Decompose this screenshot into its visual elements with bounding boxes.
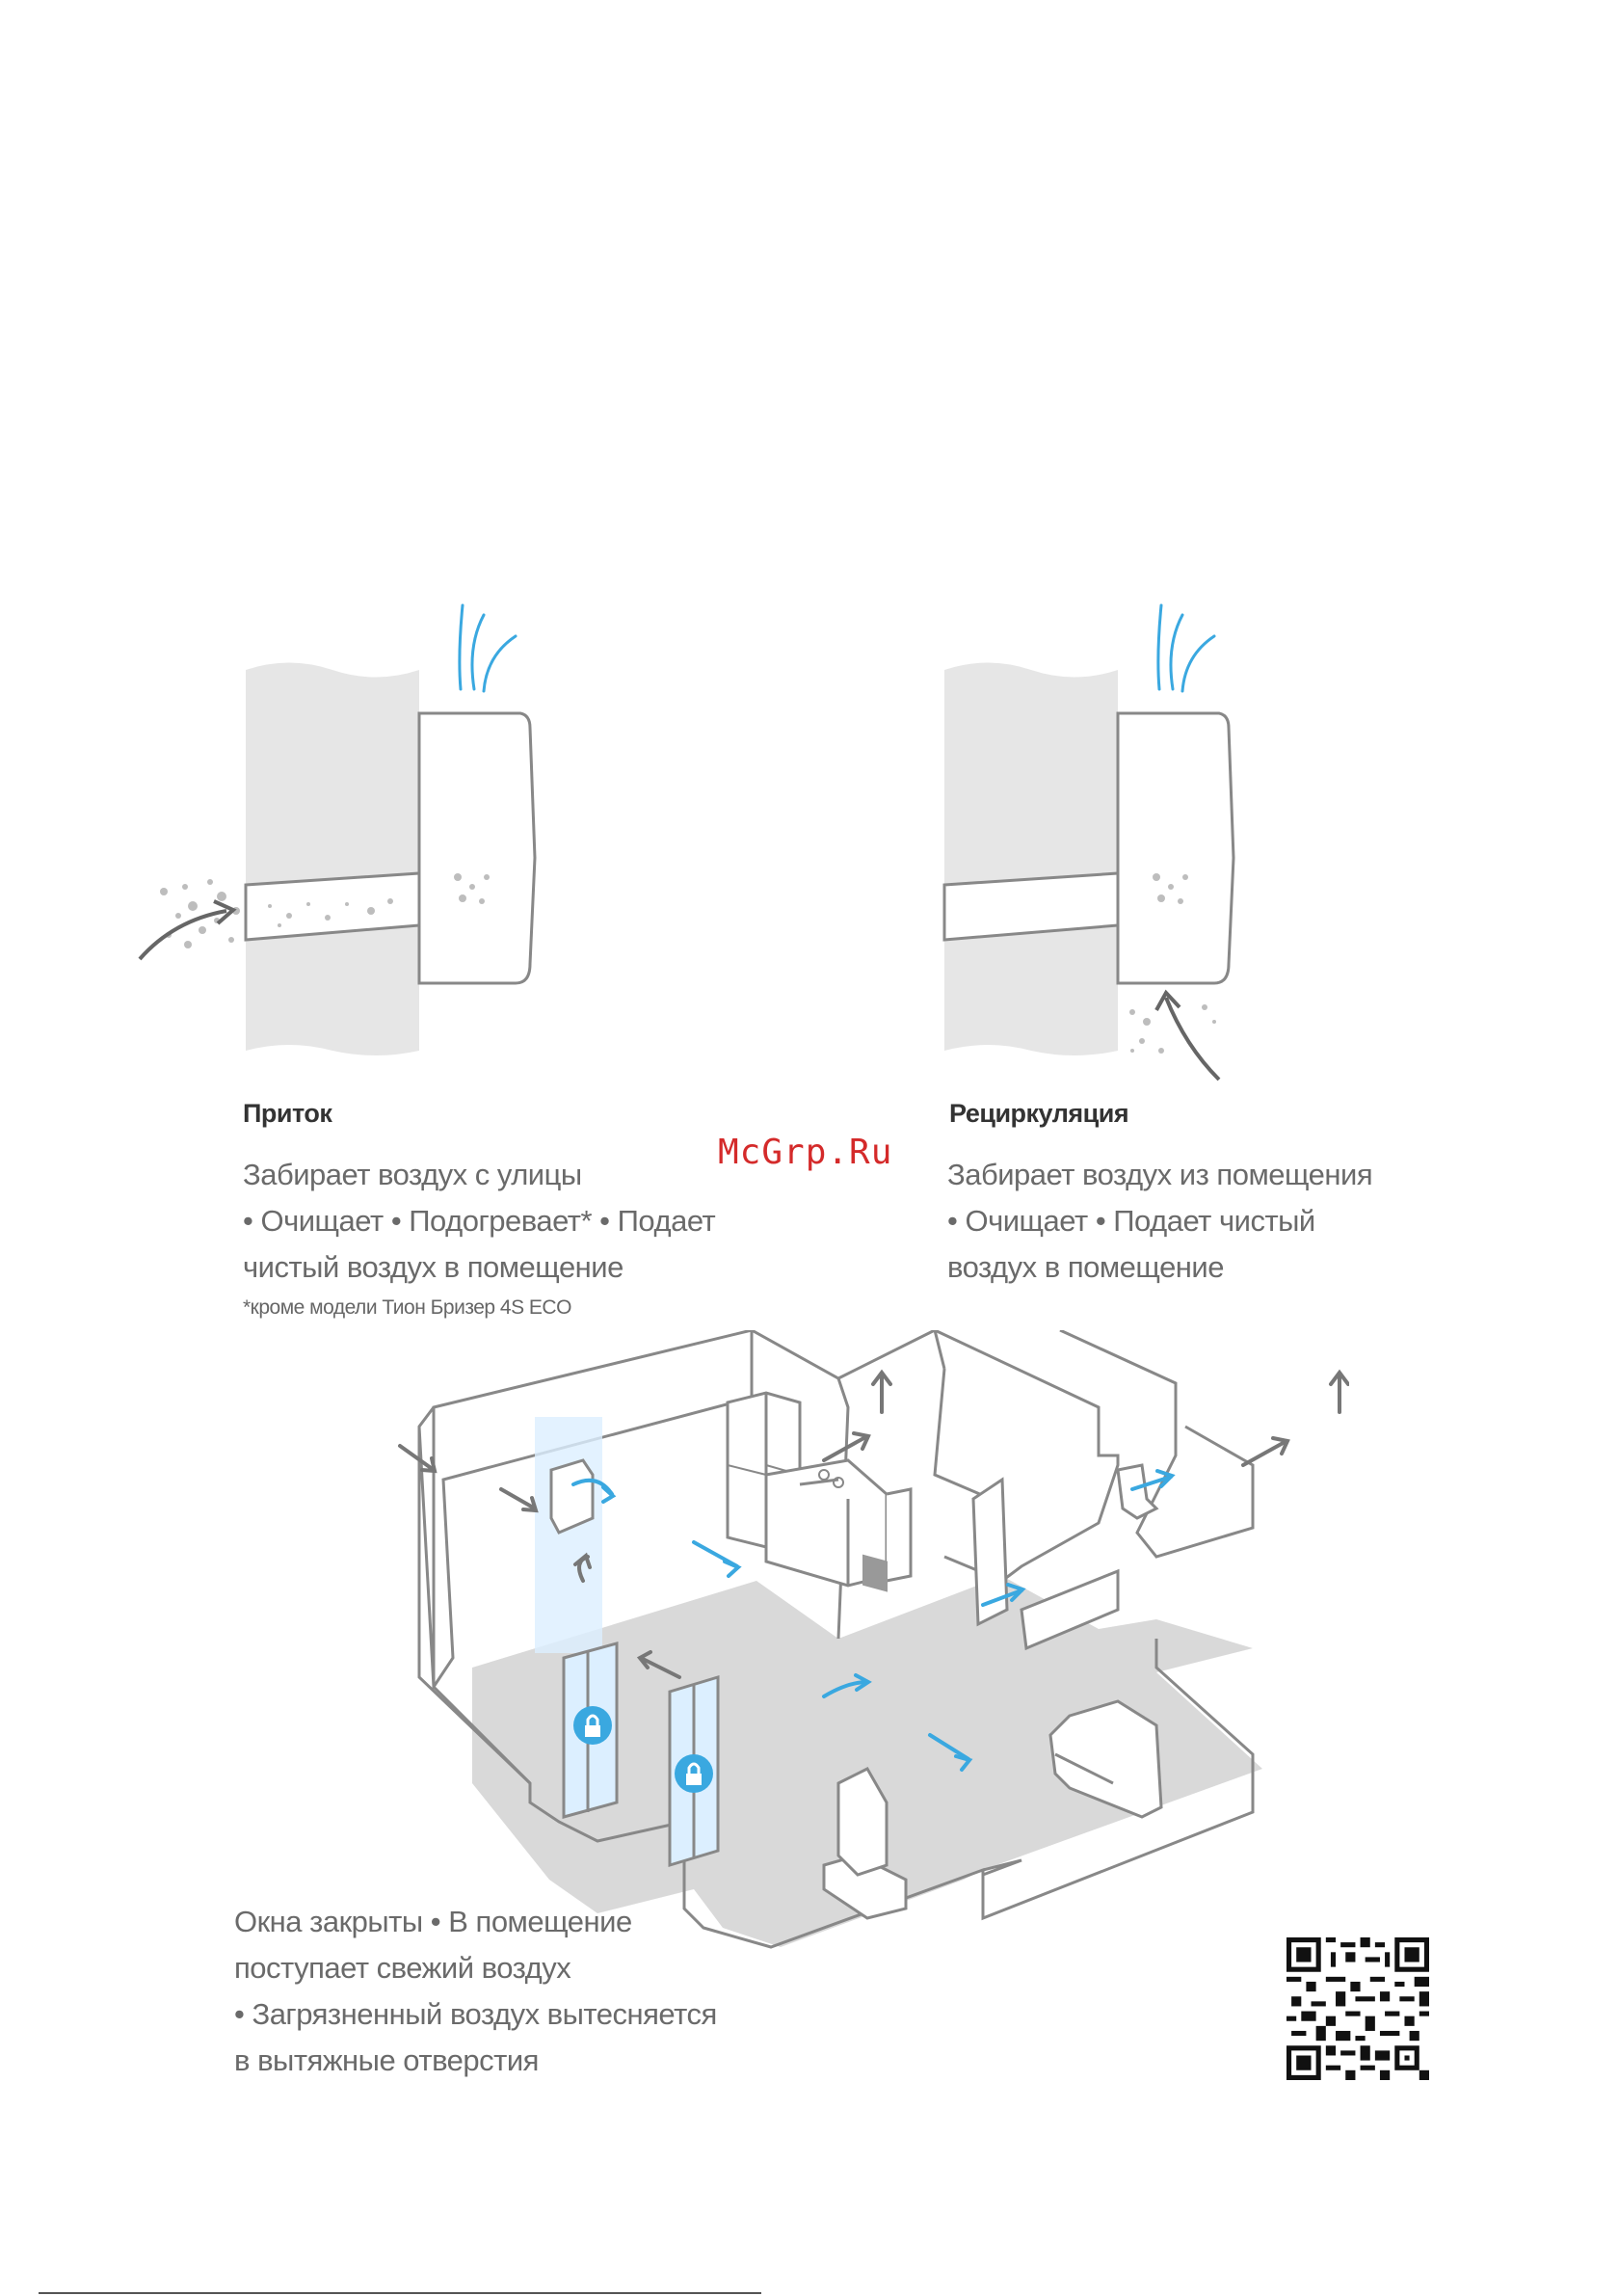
- recirculation-diagram: [942, 603, 1235, 1081]
- intake-inflow-arrow-icon: [138, 909, 227, 961]
- intake-breezer-unit: [417, 711, 537, 985]
- recirculation-description-line: • Очищает • Подает чистый: [947, 1204, 1315, 1238]
- intake-description-line: • Очищает • Подогревает* • Подает: [243, 1204, 716, 1238]
- apartment-caption-line: в вытяжные отверстия: [234, 2043, 539, 2077]
- intake-description-line: Забирает воздух с улицы: [243, 1158, 582, 1191]
- intake-footnote: *кроме модели Тион Бризер 4S ECO: [243, 1296, 571, 1319]
- recirculation-wall: [944, 662, 1118, 1055]
- kitchen-stove: [764, 1458, 889, 1588]
- tv: [836, 1767, 889, 1877]
- sofa: [1048, 1699, 1163, 1819]
- lock-icon: [573, 1706, 612, 1745]
- lock-icon: [675, 1754, 713, 1793]
- recirculation-dust-particles-icon: [1129, 873, 1216, 1054]
- recirculation-description: Забирает воздух из помещения • Очищает •…: [947, 1152, 1373, 1291]
- bathroom-toilet: [1116, 1463, 1159, 1520]
- qr-code-icon[interactable]: [1286, 1937, 1429, 2080]
- recirculation-duct: [942, 871, 1120, 942]
- apartment-caption: Окна закрыты • В помещение поступает све…: [234, 1899, 717, 2084]
- recirculation-breezer-unit: [1116, 711, 1235, 985]
- recirculation-title: Рециркуляция: [949, 1099, 1129, 1128]
- breezer-unit: [549, 1458, 595, 1535]
- apartment-illustration: [398, 1330, 1349, 1949]
- intake-title: Приток: [243, 1099, 332, 1128]
- exhaust-arrows: [398, 1369, 1349, 1679]
- bathroom-partition: [1020, 1568, 1120, 1651]
- recirculation-description-line: Забирает воздух из помещения: [947, 1158, 1373, 1191]
- breezer-air-column: [535, 1417, 602, 1653]
- apartment-caption-line: Окна закрыты • В помещение: [234, 1905, 632, 1938]
- recirculation-inflow-arrow-icon: [1164, 997, 1221, 1081]
- apartment-caption-line: • Загрязненный воздух вытесняется: [234, 1997, 717, 2031]
- intake-wall: [246, 662, 419, 1055]
- intake-duct: [244, 871, 421, 942]
- fresh-air-arrows: [571, 1469, 1176, 1772]
- bathroom-door: [971, 1477, 1009, 1627]
- apartment-caption-line: поступает свежий воздух: [234, 1951, 571, 1985]
- kitchen-exhaust-vent: [862, 1554, 888, 1592]
- intake-diagram: [138, 603, 537, 1055]
- intake-fresh-air-icon: [458, 603, 517, 693]
- intake-description-line: чистый воздух в помещение: [243, 1250, 623, 1284]
- footer-rule: [39, 2292, 761, 2294]
- bathroom-walls: [1059, 1330, 1255, 1559]
- recirculation-description-line: воздух в помещение: [947, 1250, 1224, 1284]
- intake-description: Забирает воздух с улицы • Очищает • Подо…: [243, 1152, 716, 1291]
- recirculation-fresh-air-icon: [1156, 603, 1216, 693]
- watermark: McGrp.Ru: [718, 1133, 893, 1172]
